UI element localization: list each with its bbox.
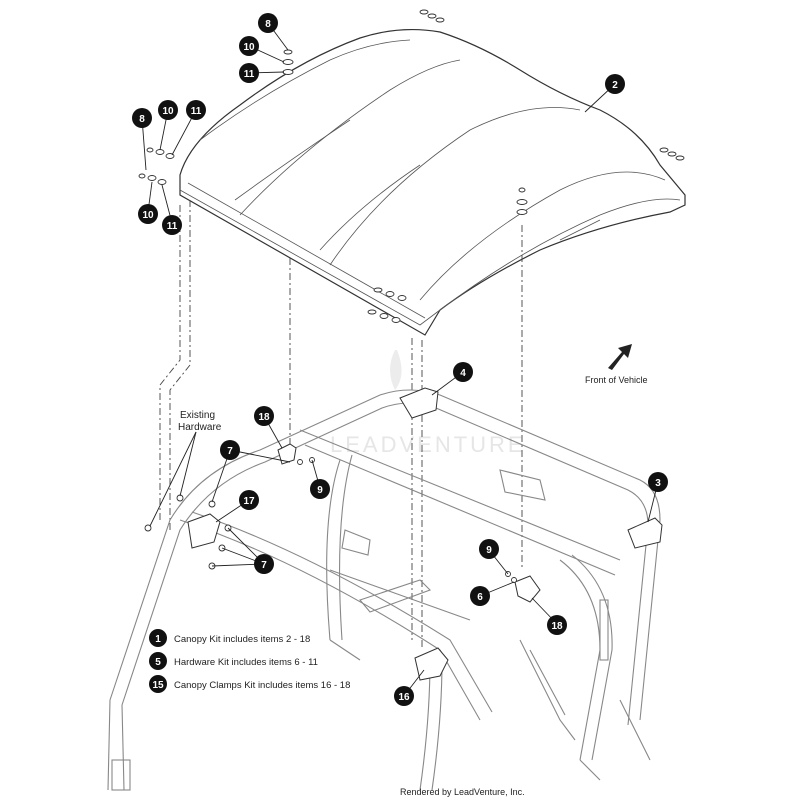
- svg-text:4: 4: [460, 368, 466, 379]
- callout-2: 2: [605, 74, 625, 94]
- callout-9-right: 9: [479, 539, 499, 559]
- legend-item-canopy-clamps-kit: 15 Canopy Clamps Kit includes items 16 -…: [149, 675, 350, 693]
- frame-hardware: [144, 457, 517, 583]
- svg-text:16: 16: [398, 692, 410, 703]
- callouts: 8 10 11 2 8 10 11 10 11 4 18 7 9 17 7 3 …: [132, 13, 668, 706]
- callout-11-lower: 11: [162, 215, 182, 235]
- svg-text:6: 6: [477, 592, 483, 603]
- callout-16: 16: [394, 686, 414, 706]
- callout-18-left: 18: [254, 406, 274, 426]
- callout-4: 4: [453, 362, 473, 382]
- callout-8-left: 8: [132, 108, 152, 128]
- callout-3: 3: [648, 472, 668, 492]
- roof-hardware: [138, 9, 685, 323]
- clamps-brackets: [187, 387, 663, 681]
- callout-11-top: 11: [239, 63, 259, 83]
- svg-text:15: 15: [152, 680, 164, 691]
- callout-10-top: 10: [239, 36, 259, 56]
- existing-hardware-label-line1: Existing: [180, 410, 215, 421]
- svg-text:3: 3: [655, 478, 661, 489]
- legend-item-canopy-kit: 1 Canopy Kit includes items 2 - 18: [149, 629, 310, 647]
- callout-6: 6: [470, 586, 490, 606]
- callout-7-upper: 7: [220, 440, 240, 460]
- svg-text:9: 9: [486, 545, 492, 556]
- callout-18-right: 18: [547, 615, 567, 635]
- svg-text:2: 2: [612, 80, 618, 91]
- existing-hardware-label-line2: Hardware: [178, 422, 222, 433]
- vehicle-frame: [107, 389, 661, 791]
- render-credit: Rendered by LeadVenture, Inc.: [400, 787, 525, 797]
- svg-text:7: 7: [227, 446, 233, 457]
- svg-text:11: 11: [167, 221, 178, 232]
- svg-text:9: 9: [317, 485, 323, 496]
- svg-text:10: 10: [243, 42, 255, 53]
- svg-text:11: 11: [244, 69, 255, 80]
- svg-text:Hardware Kit includes items 6: Hardware Kit includes items 6 - 11: [174, 657, 318, 668]
- svg-text:10: 10: [162, 106, 174, 117]
- legend-item-hardware-kit: 5 Hardware Kit includes items 6 - 11: [149, 652, 318, 670]
- svg-text:Canopy Clamps Kit includes ite: Canopy Clamps Kit includes items 16 - 18: [174, 680, 350, 691]
- canopy-roof: [179, 29, 686, 336]
- callout-10-left: 10: [158, 100, 178, 120]
- svg-text:8: 8: [139, 114, 145, 125]
- watermark-text: LEADVENTURE: [330, 432, 526, 457]
- callout-10-lower: 10: [138, 204, 158, 224]
- kit-legend: 1 Canopy Kit includes items 2 - 18 5 Har…: [149, 629, 350, 693]
- svg-text:8: 8: [265, 19, 271, 30]
- svg-text:17: 17: [243, 496, 255, 507]
- svg-text:10: 10: [142, 210, 154, 221]
- svg-text:18: 18: [551, 621, 563, 632]
- svg-text:11: 11: [191, 106, 202, 117]
- watermark: LEADVENTURE: [330, 350, 526, 457]
- svg-text:Canopy Kit includes items 2 -: Canopy Kit includes items 2 - 18: [174, 634, 310, 645]
- callout-17: 17: [239, 490, 259, 510]
- svg-text:5: 5: [155, 657, 161, 668]
- callout-9-left: 9: [310, 479, 330, 499]
- svg-text:18: 18: [258, 412, 270, 423]
- front-of-vehicle-label: Front of Vehicle: [585, 375, 648, 385]
- callout-8-top: 8: [258, 13, 278, 33]
- callout-11-left: 11: [186, 100, 206, 120]
- svg-text:1: 1: [155, 634, 161, 645]
- front-arrow-icon: [608, 344, 632, 370]
- svg-text:7: 7: [261, 560, 267, 571]
- callout-7-lower: 7: [254, 554, 274, 574]
